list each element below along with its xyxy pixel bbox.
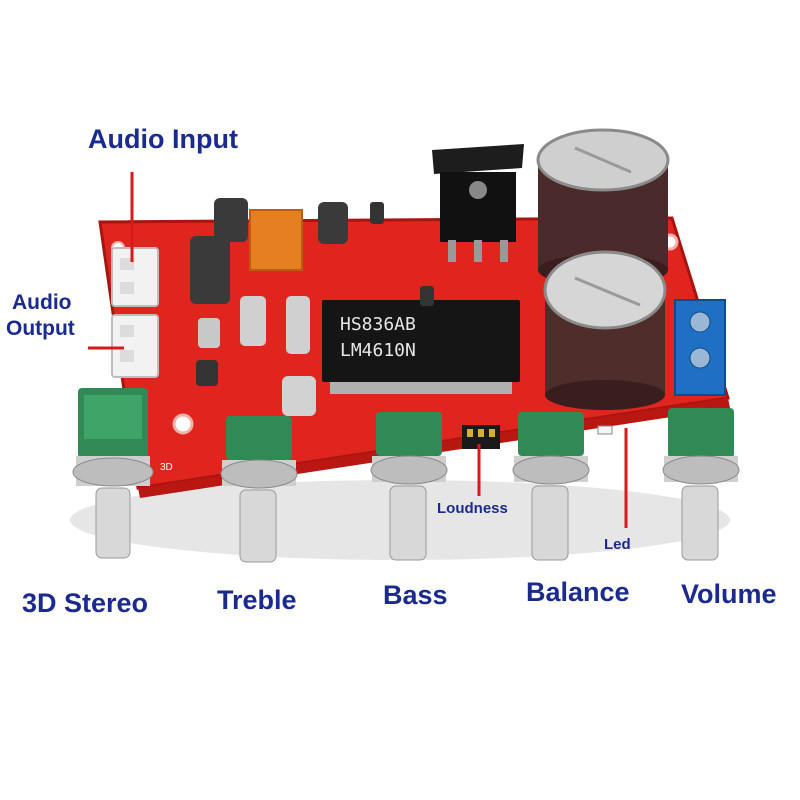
label-bass: Bass [383,580,448,610]
knob-bass [370,412,448,561]
label-audio-output-line2: Output [6,317,75,340]
loudness-jumper [462,425,500,449]
knob-volume [662,408,740,561]
label-audio-output-line1: Audio [12,291,72,314]
mounting-hole [172,413,194,435]
label-volume: Volume [681,579,777,609]
knob-treble [220,416,298,563]
op-amp-module [249,209,303,271]
silk-3d: 3D [160,462,173,473]
label-led: Led [604,536,631,553]
audio-output-connector [111,314,159,378]
knob-3d-stereo [72,388,154,559]
knob-balance [512,412,590,561]
label-treble: Treble [217,585,297,615]
label-3d-stereo: 3D Stereo [22,588,149,618]
label-loudness: Loudness [437,500,508,517]
chip-marking-2: LM4610N [340,340,416,361]
main-ic-chip: HS836AB LM4610N [322,300,520,394]
small-capacitors [190,198,434,416]
capacitor-large-2 [543,250,667,410]
silk-led: LED [622,428,640,438]
power-terminal-block [674,299,726,396]
led-indicator [597,425,613,435]
label-audio-output: Audio Output [6,290,75,342]
voltage-regulator-heatsink [432,144,524,262]
label-balance: Balance [526,577,630,607]
label-audio-input: Audio Input [88,124,238,154]
audio-input-connector [111,247,159,307]
chip-marking-1: HS836AB [340,314,416,335]
